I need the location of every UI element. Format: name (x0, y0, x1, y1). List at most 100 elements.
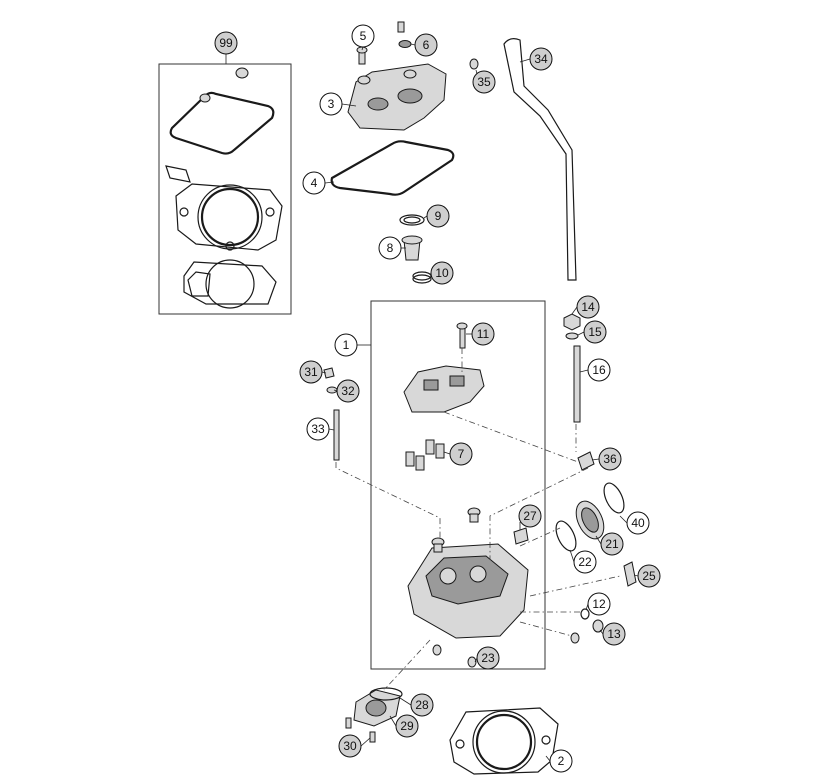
callout-25: 25 (637, 564, 661, 588)
callout-40: 40 (626, 511, 650, 535)
callout-circle (602, 622, 626, 646)
camshaft-bridge (403, 322, 485, 413)
left-stud (321, 367, 340, 461)
callout-label: 99 (219, 36, 233, 50)
callout-1: 1 (334, 333, 358, 357)
callout-label: 27 (523, 509, 537, 523)
callout-circle (637, 564, 661, 588)
callout-circle (549, 749, 573, 773)
breather-hose (469, 38, 577, 281)
callout-circle (214, 31, 238, 55)
callout-circle (598, 447, 622, 471)
callout-27: 27 (518, 504, 542, 528)
callout-29: 29 (395, 714, 419, 738)
callout-label: 29 (400, 719, 414, 733)
callout-16: 16 (587, 358, 611, 382)
callout-14: 14 (576, 295, 600, 319)
callout-circle (319, 92, 343, 116)
intake-adapter (555, 451, 639, 587)
callout-label: 22 (578, 555, 592, 569)
callout-label: 3 (328, 97, 335, 111)
callout-label: 6 (423, 38, 430, 52)
callout-label: 25 (642, 569, 656, 583)
callout-3: 3 (319, 92, 343, 116)
callout-8: 8 (378, 236, 402, 260)
callout-label: 36 (603, 452, 617, 466)
callout-circle (334, 333, 358, 357)
gasket-set-frame (158, 54, 292, 315)
callout-99: 99 (214, 31, 238, 55)
callout-circle (587, 592, 611, 616)
callout-circle (449, 442, 473, 466)
callout-7: 7 (449, 442, 473, 466)
callout-31: 31 (299, 360, 323, 384)
callout-10: 10 (430, 261, 454, 285)
callout-11: 11 (471, 322, 495, 346)
callout-label: 14 (581, 300, 595, 314)
callout-label: 23 (481, 651, 495, 665)
callout-circle (471, 322, 495, 346)
callout-label: 12 (592, 597, 606, 611)
assembly-lines (335, 348, 621, 691)
callout-circle (338, 734, 362, 758)
callout-34: 34 (529, 47, 553, 71)
valve-cover (341, 63, 447, 131)
callout-13: 13 (602, 622, 626, 646)
head-gasket (449, 707, 559, 775)
callout-label: 5 (360, 29, 367, 43)
callout-label: 9 (435, 209, 442, 223)
callout-label: 13 (607, 627, 621, 641)
callout-circle (518, 504, 542, 528)
right-stud (563, 306, 589, 423)
callout-label: 16 (592, 363, 606, 377)
callout-9: 9 (426, 204, 450, 228)
callout-23: 23 (476, 646, 500, 670)
callout-circle (410, 693, 434, 717)
callout-33: 33 (306, 417, 330, 441)
callout-22: 22 (573, 550, 597, 574)
callout-label: 10 (435, 266, 449, 280)
valve-cover-gasket (324, 140, 455, 196)
callout-circle (529, 47, 553, 71)
callout-circle (351, 24, 375, 48)
callout-circle (472, 70, 496, 94)
callout-circle (426, 204, 450, 228)
callout-circle (378, 236, 402, 260)
callout-circle (576, 295, 600, 319)
callout-circle (336, 379, 360, 403)
callout-35: 35 (472, 70, 496, 94)
drain-plug (570, 603, 604, 644)
callout-label: 4 (311, 176, 318, 190)
callout-label: 28 (415, 698, 429, 712)
callout-label: 7 (458, 447, 465, 461)
callout-28: 28 (410, 693, 434, 717)
callout-label: 34 (534, 52, 548, 66)
callout-circle (430, 261, 454, 285)
callout-30: 30 (338, 734, 362, 758)
callout-label: 21 (605, 537, 619, 551)
callout-circle (600, 532, 624, 556)
callout-5: 5 (351, 24, 375, 48)
valve-lifters (405, 439, 451, 471)
callout-label: 1 (343, 338, 350, 352)
callout-label: 35 (477, 75, 491, 89)
exhaust-flange (345, 687, 412, 747)
callout-label: 15 (588, 325, 602, 339)
callout-circle (299, 360, 323, 384)
callout-2: 2 (549, 749, 573, 773)
callout-6: 6 (414, 33, 438, 57)
callout-label: 32 (341, 384, 355, 398)
callout-circle (476, 646, 500, 670)
callout-32: 32 (336, 379, 360, 403)
callout-label: 33 (311, 422, 325, 436)
callout-circle (414, 33, 438, 57)
callout-label: 8 (387, 241, 394, 255)
callout-circle (626, 511, 650, 535)
callout-circle (587, 358, 611, 382)
cylinder-head (407, 507, 529, 668)
callout-12: 12 (587, 592, 611, 616)
callout-circle (583, 320, 607, 344)
callout-15: 15 (583, 320, 607, 344)
callout-label: 31 (304, 365, 318, 379)
